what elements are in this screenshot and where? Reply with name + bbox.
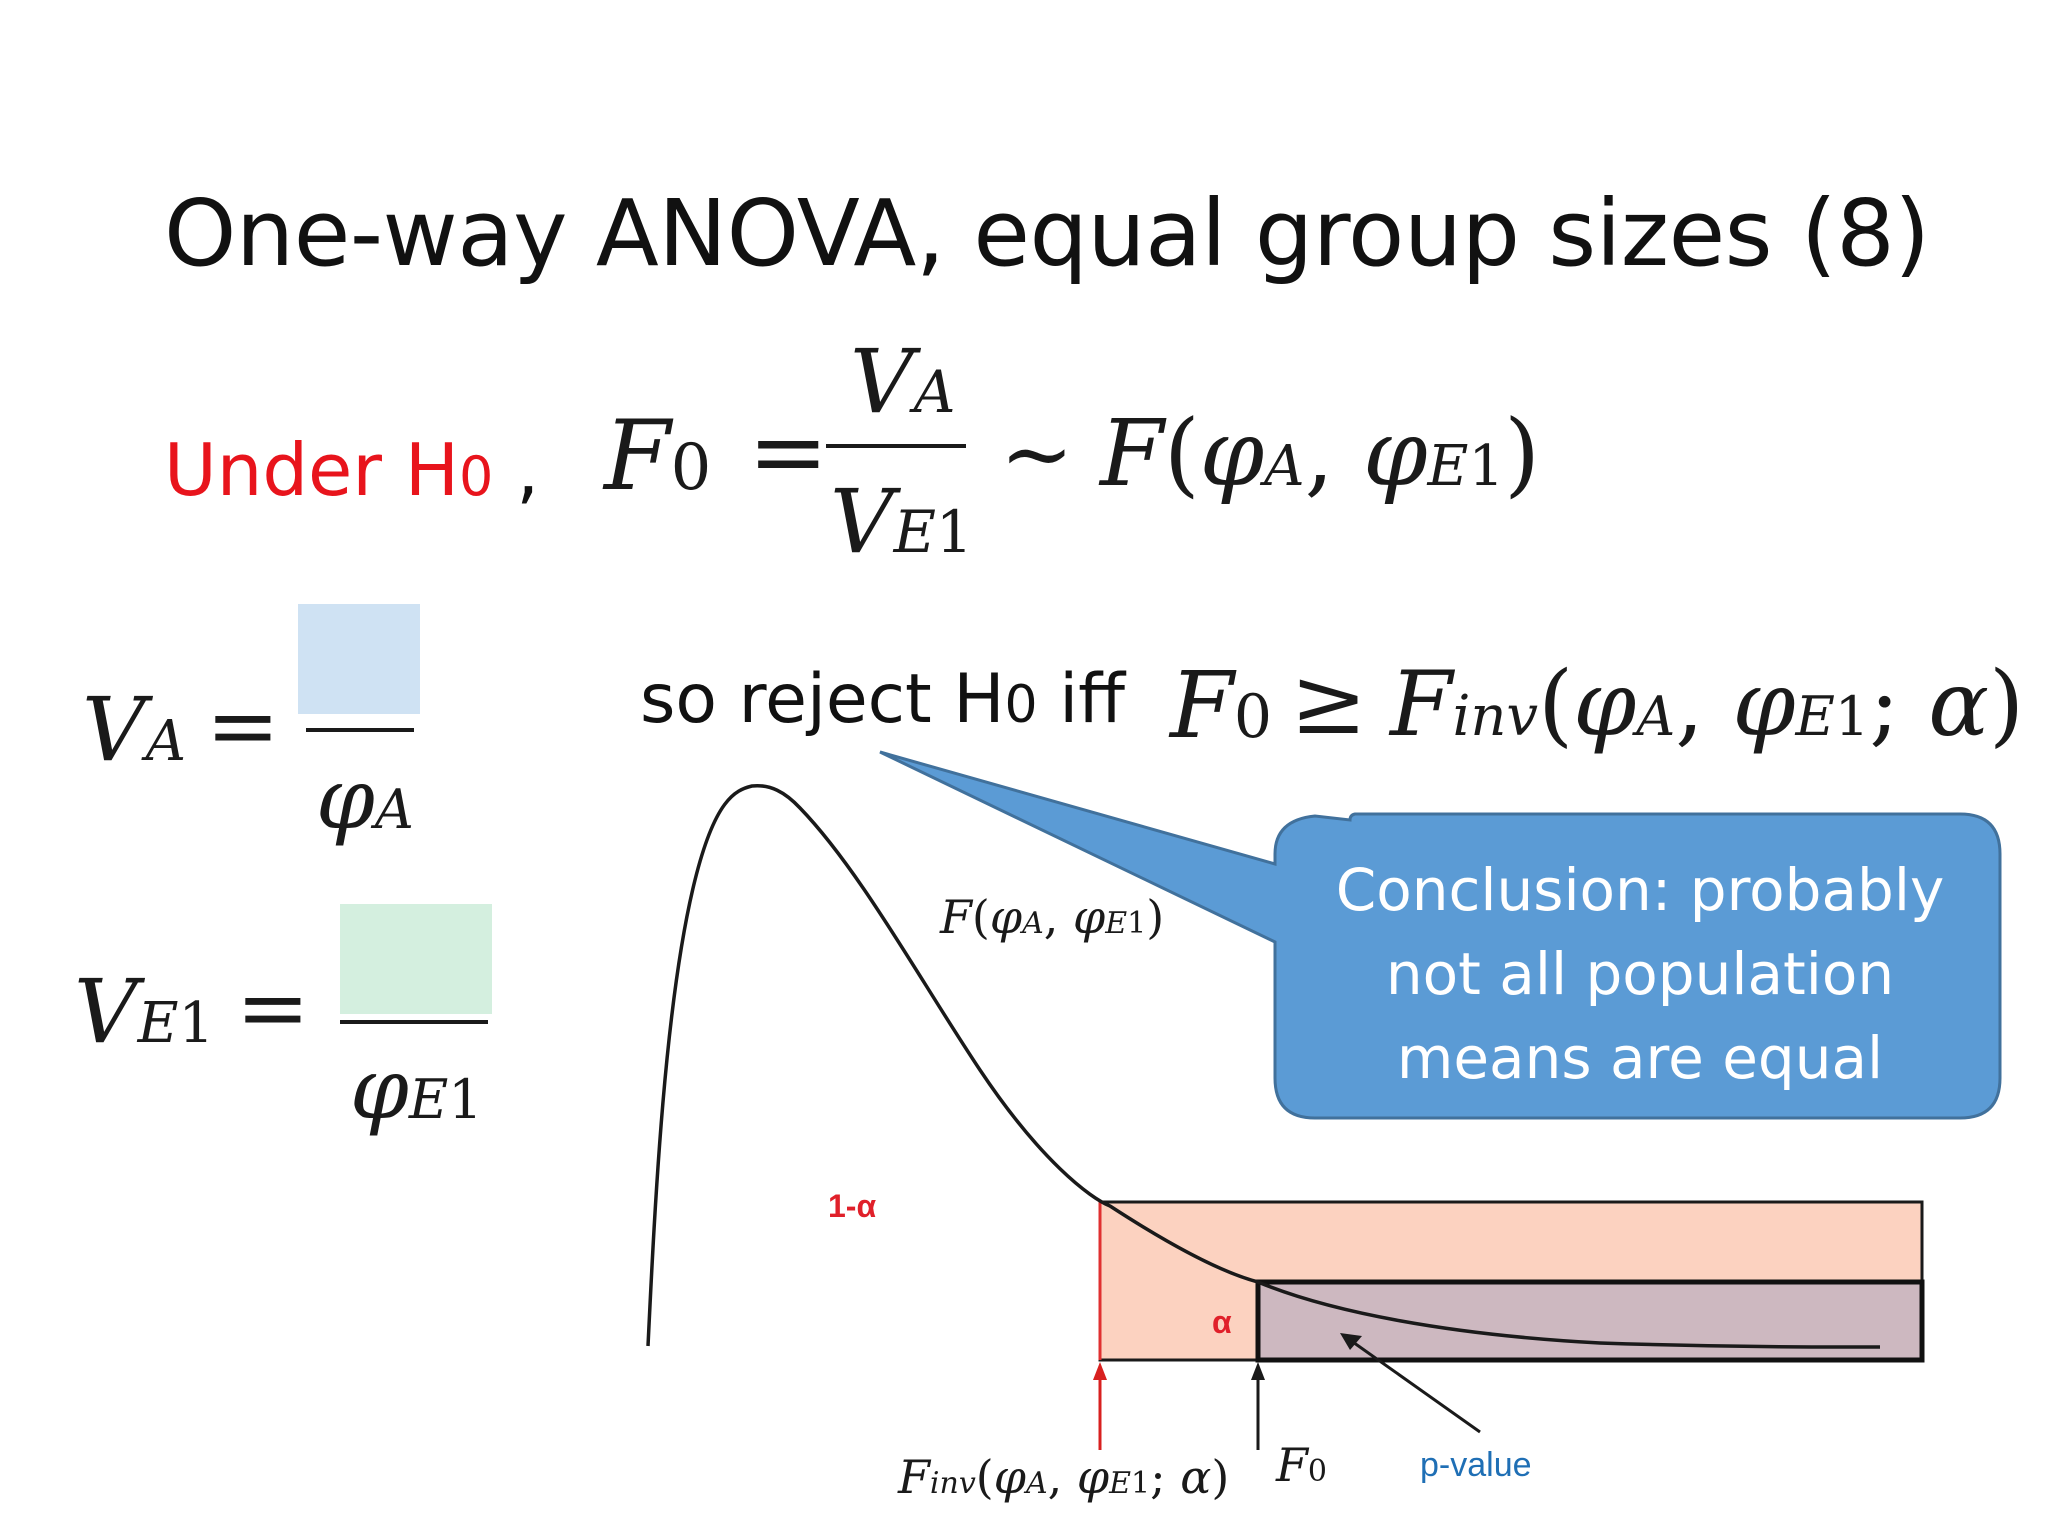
f-distribution: F(φA, φE1) (1100, 400, 1540, 507)
f0-arrow-head (1251, 1362, 1265, 1380)
reject-f0: F0 (1170, 652, 1273, 759)
p-value-arrow (1349, 1338, 1481, 1434)
se1-highlight (340, 904, 492, 1014)
alpha-label: α (1212, 1304, 1232, 1340)
under-h0-comma: , (516, 428, 540, 512)
callout-text: Conclusion: probably not all population … (1280, 848, 2000, 1100)
one-minus-alpha-label: 1-α (828, 1188, 877, 1224)
phia-denominator: φA (316, 750, 414, 848)
va-numerator: VA (850, 330, 956, 433)
ve1-symbol: VE1 (74, 960, 215, 1063)
callout-line-3: means are equal (1396, 1024, 1884, 1092)
reject-rule-text: so reject H0 iff (640, 660, 1125, 739)
callout-line-1: Conclusion: probably (1335, 856, 1945, 924)
finv-axis-label: Finv(φA, φE1; α) (898, 1450, 1230, 1504)
callout-bubble (879, 750, 2002, 1120)
sa-highlight (298, 604, 420, 714)
p-value-arrow-head (1340, 1333, 1362, 1350)
reject-subscript: 0 (1004, 675, 1038, 735)
finv-expression: Finv(φA, φE1; α) (1390, 652, 2025, 757)
curve-label: F(φA, φE1) (940, 890, 1165, 944)
slide-title: One-way ANOVA, equal group sizes (8) (164, 180, 1930, 287)
under-h0-lead: Under H (164, 428, 459, 512)
equals-sign: = (748, 396, 829, 508)
f0-symbol: F0 (604, 400, 712, 512)
ve1-equals: = (236, 956, 310, 1059)
reject-iff: iff (1059, 660, 1125, 739)
under-h0-subscript: 0 (458, 445, 494, 508)
f0-axis-label: F0 (1276, 1438, 1328, 1492)
f-distribution-curve (646, 783, 1881, 1349)
p-value-label: p-value (1420, 1446, 1532, 1484)
reject-lead: so reject H (640, 660, 1005, 739)
phie1-denominator: φE1 (350, 1040, 483, 1138)
callout-line-2: not all population (1385, 940, 1895, 1008)
geq-sign: ≥ (1290, 648, 1368, 755)
va-symbol: VA (82, 678, 187, 781)
ve1-denominator: VE1 (830, 470, 973, 573)
finv-arrow-head (1093, 1362, 1107, 1380)
va-equals: = (206, 674, 280, 777)
under-h0-label: Under H0 , (164, 428, 539, 512)
tilde-sign: ~ (1000, 402, 1074, 505)
